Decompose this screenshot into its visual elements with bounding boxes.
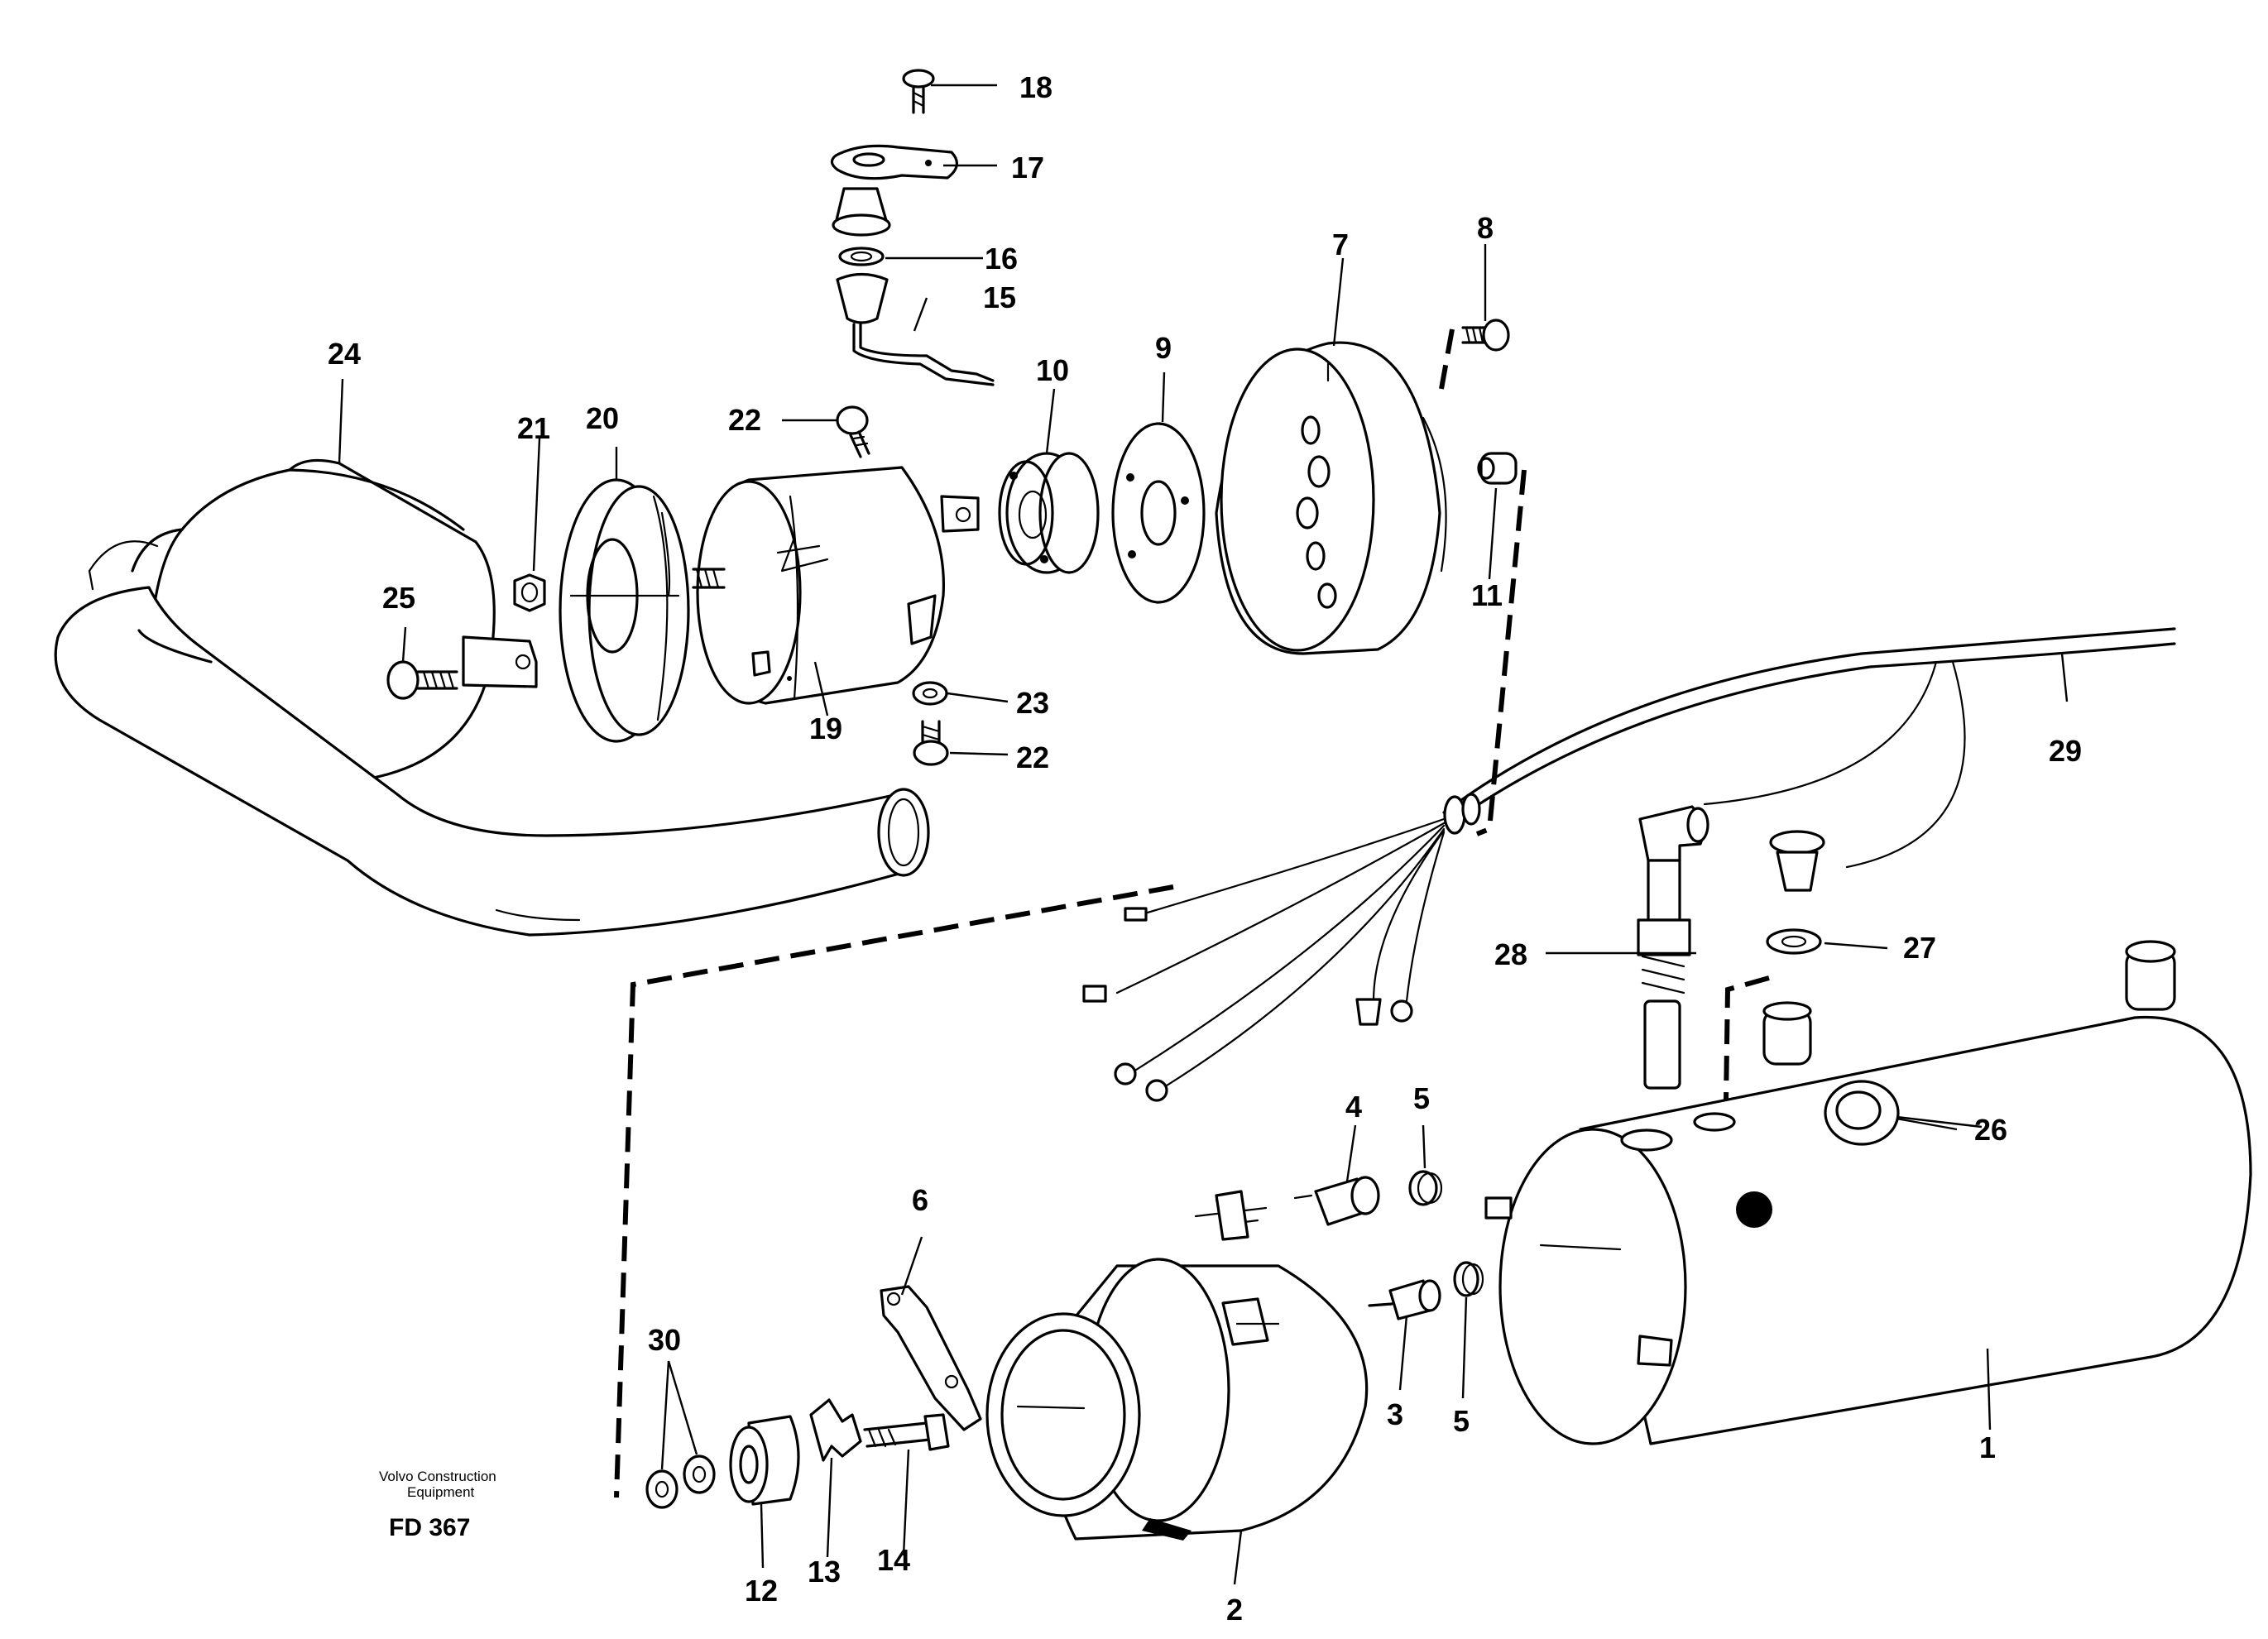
callout-13: 13 xyxy=(808,1555,841,1589)
part-2-combustion-chamber xyxy=(985,1190,1369,1541)
callout-2: 2 xyxy=(1226,1593,1243,1627)
part-22-screw-bottom xyxy=(913,720,949,766)
callout-5-top: 5 xyxy=(1413,1081,1430,1115)
callout-6: 6 xyxy=(912,1183,928,1217)
part-22-screw-top xyxy=(836,405,870,458)
drawing-footer: Volvo Construction Equipment FD 367 xyxy=(379,1469,496,1541)
assembly-guide-lines xyxy=(614,328,1770,1498)
part-26-plug xyxy=(1824,1080,1900,1146)
callout-11: 11 xyxy=(1471,578,1503,612)
callout-5-bottom: 5 xyxy=(1453,1404,1470,1438)
callout-3: 3 xyxy=(1387,1397,1403,1431)
callout-18: 18 xyxy=(1019,70,1052,104)
callout-25: 25 xyxy=(382,581,415,615)
part-3-nozzle xyxy=(1368,1279,1441,1320)
part-27-connector xyxy=(1766,830,1825,955)
callout-26: 26 xyxy=(1974,1113,2007,1147)
part-5-o-ring-bottom xyxy=(1453,1261,1484,1297)
callout-16: 16 xyxy=(985,242,1018,276)
callout-22-bottom: 22 xyxy=(1016,740,1049,774)
part-6-bracket xyxy=(880,1285,982,1431)
part-10-flange-plate xyxy=(998,452,1100,574)
leader-lines xyxy=(338,84,2069,1585)
callout-4: 4 xyxy=(1345,1090,1362,1124)
callout-29: 29 xyxy=(2049,734,2082,768)
part-13-clip xyxy=(809,1398,862,1462)
callout-22-top: 22 xyxy=(728,403,761,437)
part-18-screw xyxy=(902,69,935,114)
callout-17: 17 xyxy=(1011,151,1044,185)
callout-9: 9 xyxy=(1155,331,1172,365)
part-5-o-ring-top xyxy=(1408,1170,1443,1206)
part-16-grommet xyxy=(832,187,891,324)
callout-labels: 18 17 16 15 7 8 10 9 24 21 20 22 25 11 1… xyxy=(328,70,2082,1627)
part-9-gasket xyxy=(1111,422,1206,604)
part-4-nozzle-holder xyxy=(1293,1176,1380,1226)
company-name-line1: Volvo Construction xyxy=(379,1469,496,1484)
part-21-nut xyxy=(513,573,546,612)
part-7-fan-housing xyxy=(1215,341,1447,655)
callout-1: 1 xyxy=(1979,1431,1996,1464)
callout-24: 24 xyxy=(328,337,361,371)
part-12-bushing xyxy=(729,1415,800,1506)
callout-14: 14 xyxy=(877,1543,910,1577)
callout-23: 23 xyxy=(1016,686,1049,720)
callout-30: 30 xyxy=(648,1323,681,1357)
part-8-screw xyxy=(1461,319,1510,352)
callout-7: 7 xyxy=(1332,228,1349,261)
part-24-exhaust-silencer xyxy=(54,458,930,937)
company-name-line2: Equipment xyxy=(407,1484,475,1500)
callout-10: 10 xyxy=(1036,353,1069,387)
callout-27: 27 xyxy=(1903,931,1936,965)
callout-19: 19 xyxy=(809,712,842,745)
part-28-sensor xyxy=(1637,805,1709,1090)
callout-21: 21 xyxy=(517,411,550,445)
drawing-code: FD 367 xyxy=(389,1514,470,1541)
callout-12: 12 xyxy=(745,1574,778,1608)
part-19-blower-motor xyxy=(692,466,980,705)
callout-20: 20 xyxy=(586,401,619,435)
part-30-washers xyxy=(645,1454,716,1509)
part-20-fan-wheel xyxy=(559,478,690,743)
part-29-cable-harness xyxy=(1082,627,2176,1102)
part-14-bolt xyxy=(863,1413,950,1451)
callout-28: 28 xyxy=(1494,937,1527,971)
part-15-wire xyxy=(852,323,995,386)
callout-15: 15 xyxy=(983,280,1016,314)
part-1-burner-housing xyxy=(1484,940,2252,1445)
callout-8: 8 xyxy=(1477,211,1494,245)
part-17-bracket xyxy=(830,144,958,180)
part-11-spacer xyxy=(1477,452,1518,485)
part-23-washer xyxy=(912,681,948,706)
